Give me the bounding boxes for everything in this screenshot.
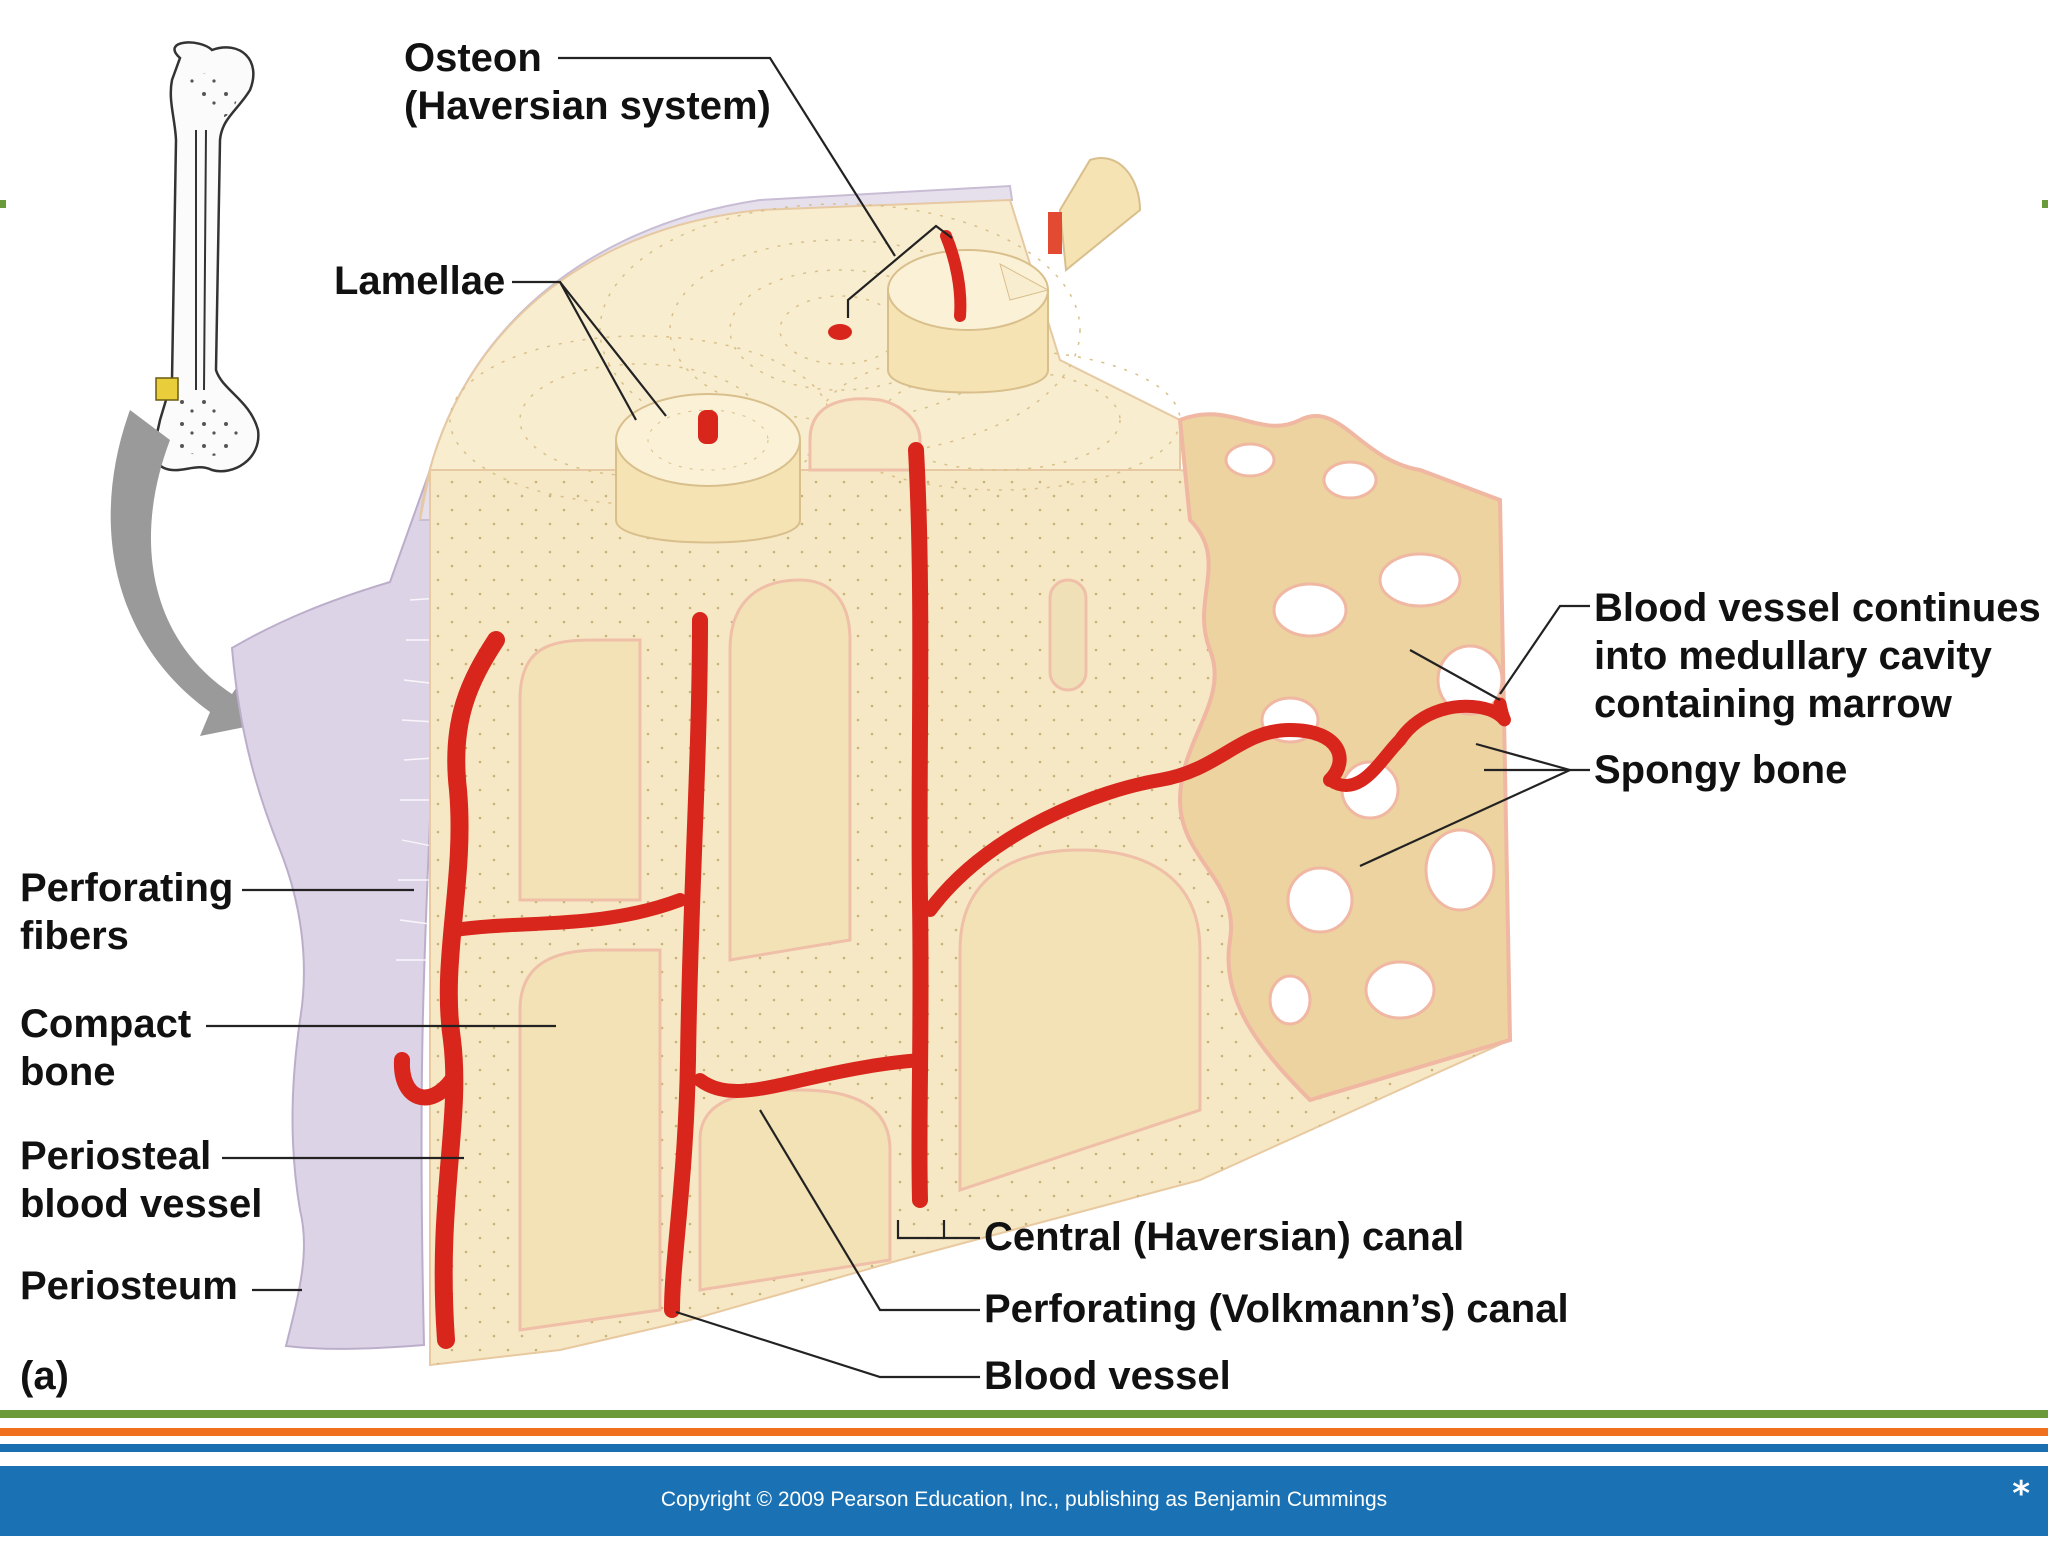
copyright-text: Copyright © 2009 Pearson Education, Inc.…: [660, 1488, 1388, 1511]
femur-thumbnail: [153, 41, 260, 473]
label-compact-bone: Compact bone: [20, 1002, 192, 1094]
label-medullary-cavity: Blood vessel continues into medullary ca…: [1594, 586, 2041, 726]
label-osteon: Osteon (Haversian system): [404, 36, 771, 128]
asterisk-icon: *: [2012, 1474, 2030, 1514]
stripe-orange: [0, 1428, 2048, 1436]
stripe-green: [0, 1410, 2048, 1418]
label-perforating-fibers: Perforating fibers: [20, 866, 234, 958]
osteon-cylinder-right: [887, 249, 1050, 394]
periosteum: [230, 466, 447, 1350]
leader-lines: [206, 56, 1590, 1379]
label-central-canal: Central (Haversian) canal: [984, 1215, 1465, 1259]
label-periosteal-blood-vessel: Periosteal blood vessel: [20, 1134, 263, 1226]
zoom-arrow-icon: [110, 410, 250, 736]
label-periosteum: Periosteum: [20, 1264, 238, 1308]
left-edge-tick: [0, 200, 6, 208]
label-lamellae: Lamellae: [334, 259, 506, 303]
compact-bone-top: [419, 157, 1181, 692]
right-edge-tick: [2042, 200, 2048, 208]
blood-vessels: [393, 230, 1511, 1349]
label-panel-a: (a): [20, 1354, 69, 1398]
label-spongy-bone: Spongy bone: [1594, 748, 1848, 792]
label-blood-vessel: Blood vessel: [984, 1354, 1231, 1398]
stripe-blue: [0, 1444, 2048, 1452]
footer-bar: Copyright © 2009 Pearson Education, Inc.…: [0, 1466, 2048, 1536]
label-volkmann-canal: Perforating (Volkmann’s) canal: [984, 1287, 1569, 1331]
osteon-cylinder-left: [615, 393, 801, 544]
osteon-cut-center: [808, 397, 922, 472]
